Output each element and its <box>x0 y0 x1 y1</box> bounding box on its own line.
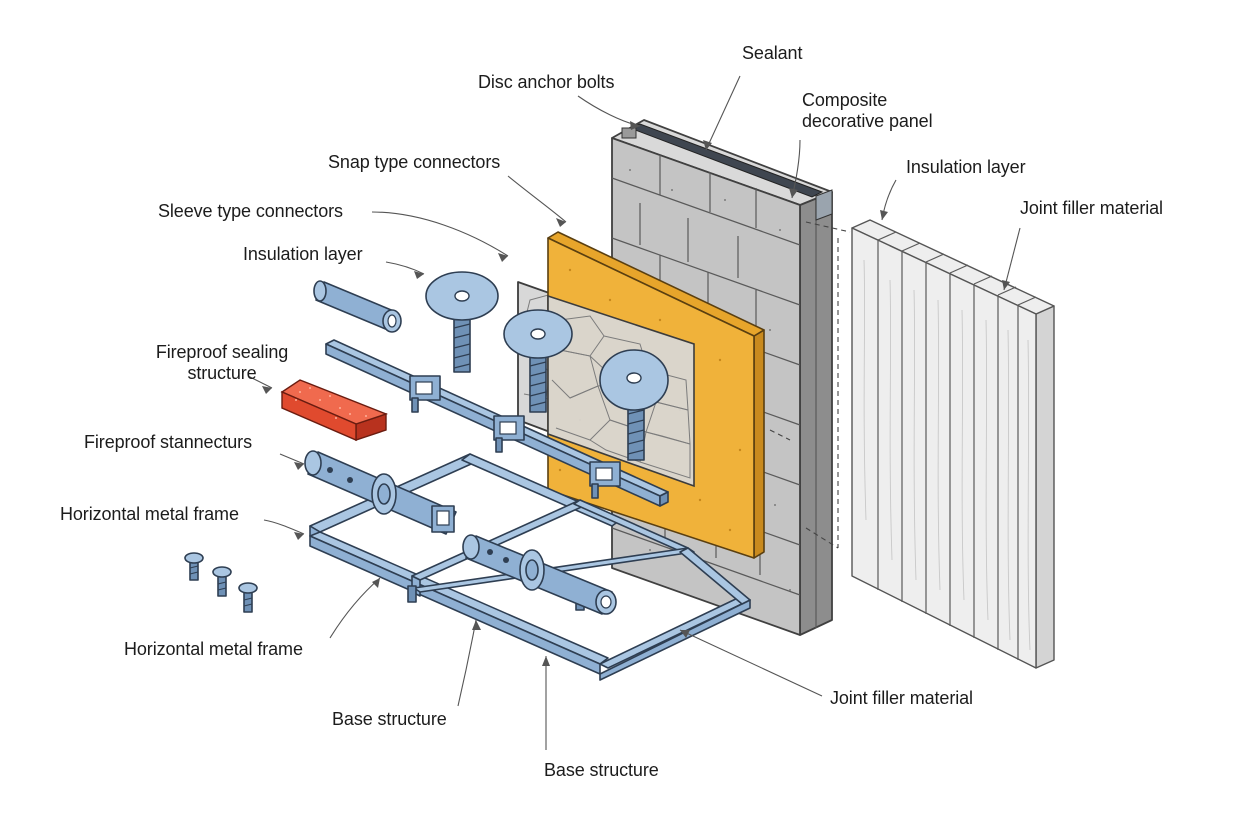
disc-anchor-bolt-1 <box>425 271 499 373</box>
disc-anchor-bolt-2 <box>503 309 573 413</box>
leader-arrowheads <box>262 121 1010 666</box>
label-composite-decorative-panel: Composite decorative panel <box>802 90 933 131</box>
screw-1 <box>184 552 204 581</box>
base-frame <box>309 453 751 681</box>
label-joint-filler-material-bottom: Joint filler material <box>830 688 973 708</box>
label-fireproof-sealing-structure: Fireproof sealing structure <box>155 342 289 383</box>
disc-anchor-bolt-3 <box>599 349 669 461</box>
label-sleeve-type-connectors: Sleeve type connectors <box>158 201 343 221</box>
snap-clip-3 <box>589 461 621 499</box>
sleeve-connector-tube <box>313 280 402 333</box>
wall-anchor-cap <box>621 127 637 139</box>
cladding-panel <box>851 219 1055 669</box>
label-base-structure-2: Base structure <box>544 760 659 780</box>
label-snap-type-connectors: Snap type connectors <box>328 152 501 172</box>
fireproof-sleeve-1 <box>304 450 457 535</box>
label-joint-filler-material-top: Joint filler material <box>1020 198 1163 218</box>
label-base-structure-1: Base structure <box>332 709 447 729</box>
label-horizontal-metal-frame-top: Horizontal metal frame <box>60 504 239 524</box>
snap-clip-2 <box>493 415 525 453</box>
label-insulation-layer-right: Insulation layer <box>906 157 1026 177</box>
snap-clip-1 <box>409 375 441 413</box>
label-fireproof-stannecturs: Fireproof stannecturs <box>84 432 252 452</box>
label-sealant: Sealant <box>742 43 803 63</box>
alignment-dashes <box>769 221 851 549</box>
snap-connector-rail <box>325 339 669 507</box>
fireproof-sealing-block <box>280 379 389 442</box>
label-horizontal-metal-frame-bottom: Horizontal metal frame <box>124 639 303 659</box>
label-insulation-layer-left: Insulation layer <box>243 244 363 264</box>
screw-3 <box>238 582 258 613</box>
screw-2 <box>212 566 232 597</box>
leader-lines <box>247 75 1021 750</box>
fireproof-sleeve-2 <box>462 534 617 615</box>
label-disc-anchor-bolts: Disc anchor bolts <box>478 72 615 92</box>
